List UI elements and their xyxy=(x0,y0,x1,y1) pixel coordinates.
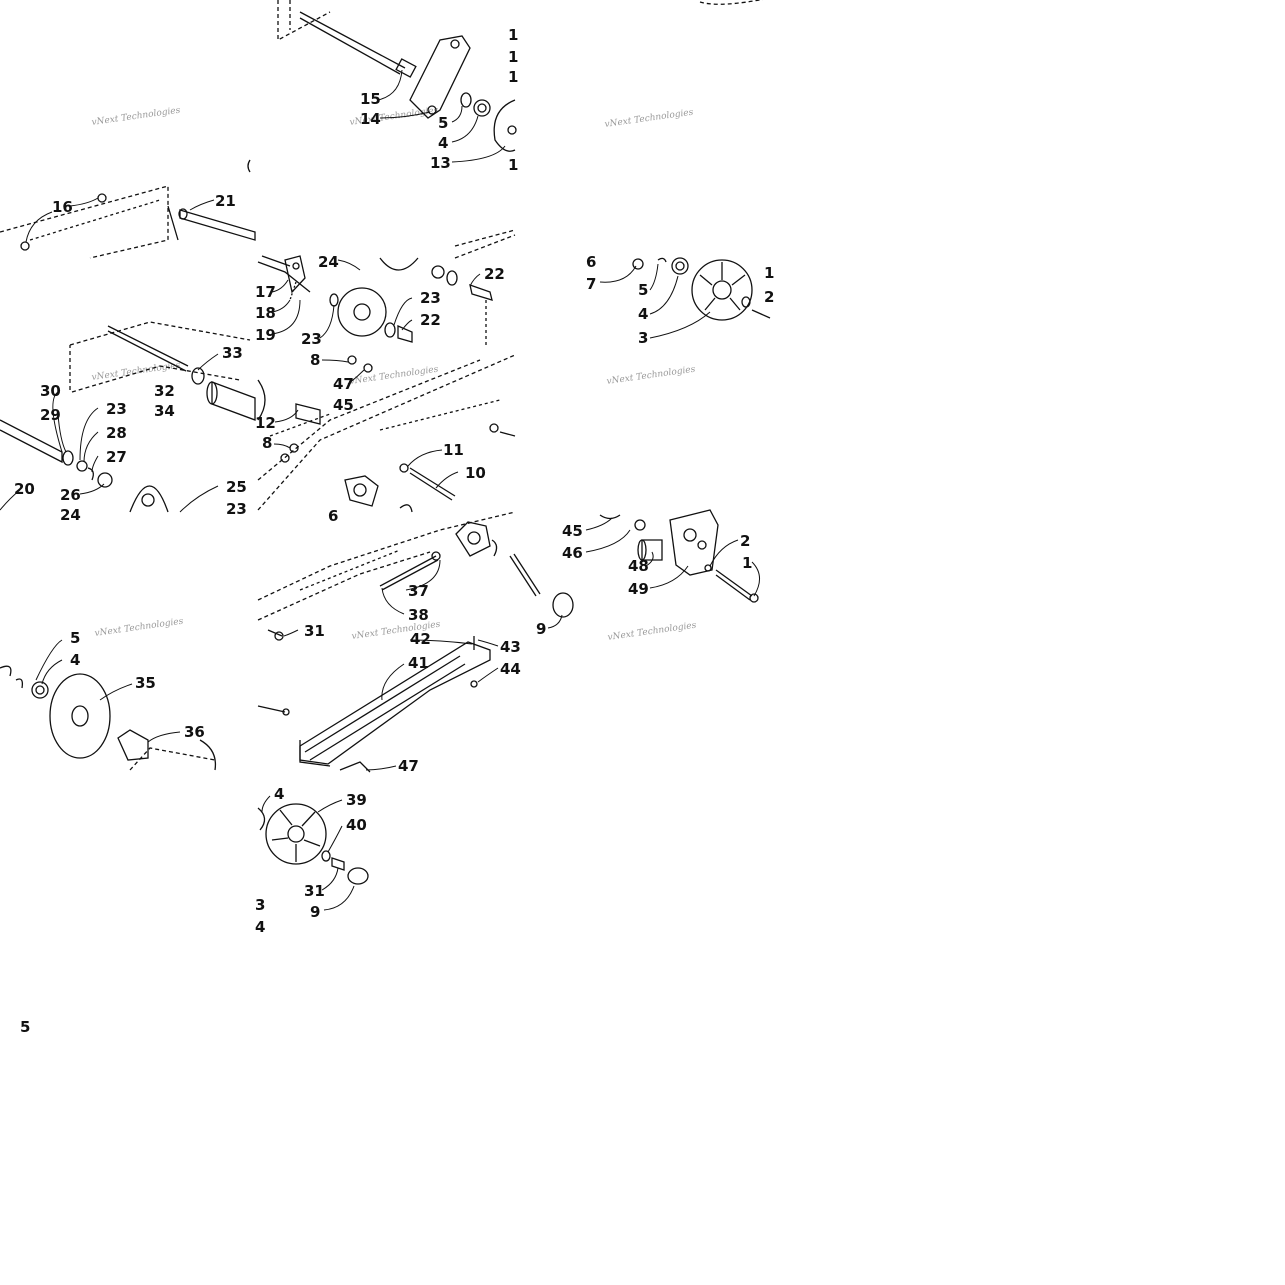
watermark: vNext Technologies xyxy=(607,621,697,643)
callout-labels: 15 14 5 4 13 1 1 1 1 16 21 24 22 17 18 1… xyxy=(14,26,774,1036)
callout-label: 39 xyxy=(346,791,367,809)
callout-label: 10 xyxy=(465,464,486,482)
callout-label: 3 xyxy=(255,896,265,914)
callout-label: 2 xyxy=(764,288,774,306)
tile-left-bogie-wheel xyxy=(0,665,217,771)
line-art xyxy=(0,0,771,911)
callout-label: 31 xyxy=(304,882,325,900)
callout-label: 47 xyxy=(333,375,354,393)
callout-label: 25 xyxy=(226,478,247,496)
callout-label: 13 xyxy=(430,154,451,172)
callout-label: 26 xyxy=(60,486,81,504)
callout-label: 46 xyxy=(562,544,583,562)
callout-label: 8 xyxy=(262,434,272,452)
callout-label: 37 xyxy=(408,582,429,600)
callout-label: 20 xyxy=(14,480,35,498)
callout-label: 9 xyxy=(310,903,320,921)
watermark: vNext Technologies xyxy=(604,108,694,130)
callout-label: 1 xyxy=(764,264,774,282)
callout-label: 5 xyxy=(70,629,80,647)
callout-label: 44 xyxy=(500,660,521,678)
callout-label: 33 xyxy=(222,344,243,362)
callout-label: 24 xyxy=(318,253,339,271)
callout-label: 28 xyxy=(106,424,127,442)
callout-label: 34 xyxy=(154,402,175,420)
callout-label: 4 xyxy=(438,134,448,152)
callout-label: 23 xyxy=(301,330,322,348)
tile-center-wheel-assembly xyxy=(257,229,516,513)
callout-label: 24 xyxy=(60,506,81,524)
callout-label: 1 xyxy=(742,554,752,572)
callout-label: 31 xyxy=(304,622,325,640)
watermark: vNext Technologies xyxy=(94,617,184,639)
callout-label: 17 xyxy=(255,283,276,301)
callout-label: 45 xyxy=(333,396,354,414)
callout-label: 3 xyxy=(638,329,648,347)
callout-label: 2 xyxy=(740,532,750,550)
callout-label: 32 xyxy=(154,382,175,400)
tile-right-idler-wheel xyxy=(632,257,771,321)
callout-label: 21 xyxy=(215,192,236,210)
callout-label: 16 xyxy=(52,198,73,216)
callout-label: 6 xyxy=(328,507,338,525)
callout-label: 30 xyxy=(40,382,61,400)
callout-label: 47 xyxy=(398,757,419,775)
callout-label: 40 xyxy=(346,816,367,834)
callout-label: 22 xyxy=(484,265,505,283)
callout-label: 5 xyxy=(20,1018,30,1036)
callout-label: 38 xyxy=(408,606,429,624)
callout-label: 23 xyxy=(420,289,441,307)
callout-label: 22 xyxy=(420,311,441,329)
leader-lines xyxy=(0,69,760,911)
tile-right-end-bracket xyxy=(599,509,759,603)
callout-label: 29 xyxy=(40,406,61,424)
callout-label: 1 xyxy=(508,26,518,44)
tile-center-slide-arm xyxy=(257,511,574,885)
callout-label: 6 xyxy=(586,253,596,271)
callout-label: 43 xyxy=(500,638,521,656)
callout-label: 49 xyxy=(628,580,649,598)
callout-label: 35 xyxy=(135,674,156,692)
callout-label: 5 xyxy=(438,114,448,132)
callout-label: 4 xyxy=(255,918,265,936)
watermark: vNext Technologies xyxy=(606,365,696,387)
tile-left-lower-shaft xyxy=(0,321,256,513)
callout-label: 1 xyxy=(508,68,518,86)
watermark: vNext Technologies xyxy=(349,365,439,387)
callout-label: 7 xyxy=(586,275,596,293)
callout-label: 1 xyxy=(508,156,518,174)
callout-label: 48 xyxy=(628,557,649,575)
callout-label: 4 xyxy=(638,305,648,323)
callout-label: 27 xyxy=(106,448,127,466)
callout-label: 23 xyxy=(106,400,127,418)
callout-label: 36 xyxy=(184,723,205,741)
callout-label: 41 xyxy=(408,654,429,672)
callout-label: 4 xyxy=(70,651,80,669)
tile-upper-arm-assembly xyxy=(277,0,763,152)
callout-label: 4 xyxy=(274,785,284,803)
callout-label: 9 xyxy=(536,620,546,638)
callout-label: 12 xyxy=(255,414,276,432)
tile-left-rail-shaft xyxy=(0,159,256,259)
callout-label: 14 xyxy=(360,110,381,128)
callout-label: 15 xyxy=(360,90,381,108)
callout-label: 5 xyxy=(638,281,648,299)
callout-label: 11 xyxy=(443,441,464,459)
callout-label: 1 xyxy=(508,48,518,66)
callout-label: 18 xyxy=(255,304,276,322)
callout-label: 45 xyxy=(562,522,583,540)
callout-label: 42 xyxy=(410,630,431,648)
callout-label: 19 xyxy=(255,326,276,344)
watermark: vNext Technologies xyxy=(91,361,181,383)
callout-label: 23 xyxy=(226,500,247,518)
callout-label: 8 xyxy=(310,351,320,369)
watermark: vNext Technologies xyxy=(91,106,181,128)
